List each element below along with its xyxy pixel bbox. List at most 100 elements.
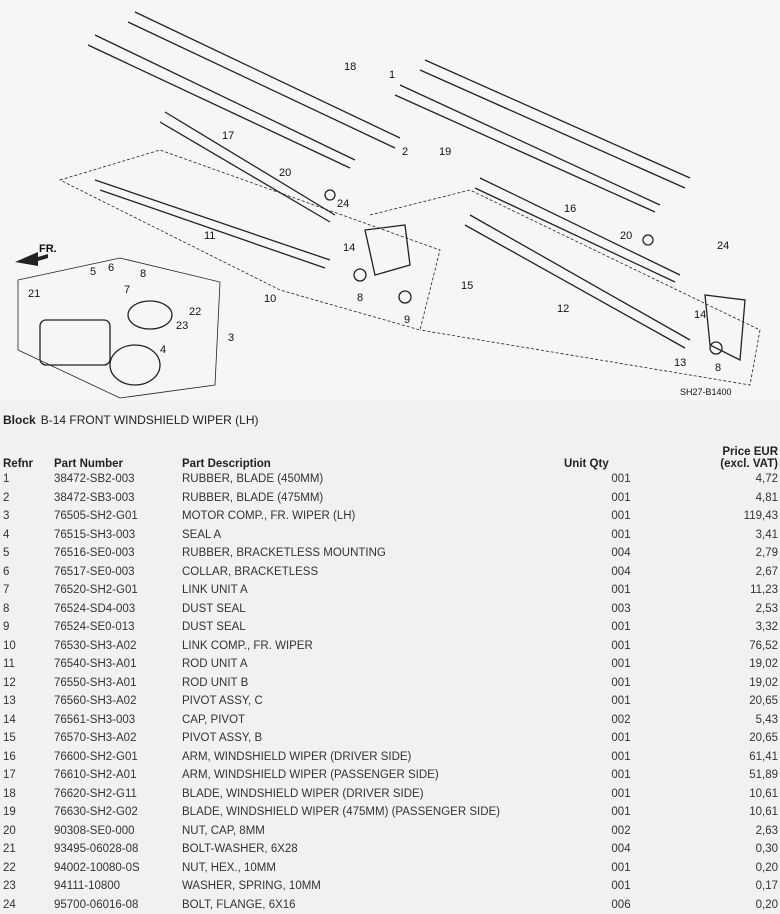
cell-description: RUBBER, BLADE (475MM)	[179, 489, 560, 508]
svg-text:5: 5	[90, 266, 96, 278]
cell-qty: 001	[560, 655, 679, 674]
cell-qty: 001	[560, 674, 679, 693]
cell-price: 61,41	[679, 748, 780, 767]
cell-price: 0,30	[679, 840, 780, 859]
cell-part-number: 76515-SH3-003	[51, 526, 179, 545]
cell-qty: 003	[560, 600, 679, 619]
cell-price: 0,20	[679, 859, 780, 878]
cell-description: DUST SEAL	[179, 618, 560, 637]
cell-refnr: 1	[0, 470, 51, 489]
cell-description: ROD UNIT A	[179, 655, 560, 674]
svg-text:8: 8	[715, 362, 721, 374]
cell-description: COLLAR, BRACKETLESS	[179, 563, 560, 582]
cell-price: 11,23	[679, 581, 780, 600]
cell-part-number: 76570-SH3-A02	[51, 729, 179, 748]
cell-refnr: 15	[0, 729, 51, 748]
svg-text:1: 1	[389, 69, 395, 81]
cell-qty: 006	[560, 896, 679, 914]
block-name: B-14 FRONT WINDSHIELD WIPER (LH)	[41, 413, 259, 427]
table-header: Refnr Part Number Part Description Unit …	[0, 432, 780, 470]
cell-qty: 001	[560, 618, 679, 637]
cell-description: RUBBER, BRACKETLESS MOUNTING	[179, 544, 560, 563]
cell-part-number: 38472-SB2-003	[51, 470, 179, 489]
cell-part-number: 76560-SH3-A02	[51, 692, 179, 711]
svg-text:14: 14	[694, 309, 706, 321]
direction-label: FR.	[39, 243, 57, 255]
cell-part-number: 76610-SH2-A01	[51, 766, 179, 785]
cell-price: 3,41	[679, 526, 780, 545]
cell-description: LINK UNIT A	[179, 581, 560, 600]
cell-part-number: 94111-10800	[51, 877, 179, 896]
cell-description: WASHER, SPRING, 10MM	[179, 877, 560, 896]
svg-text:19: 19	[439, 146, 451, 158]
block-label: Block	[3, 413, 36, 427]
cell-description: NUT, HEX., 10MM	[179, 859, 560, 878]
cell-refnr: 12	[0, 674, 51, 693]
cell-part-number: 38472-SB3-003	[51, 489, 179, 508]
exploded-view-drawing: FR. 18 1 2 19 17 20 24 11 14 8 5 6 7 21 …	[0, 0, 780, 400]
cell-price: 2,63	[679, 822, 780, 841]
cell-refnr: 23	[0, 877, 51, 896]
svg-text:11: 11	[204, 230, 215, 242]
svg-text:16: 16	[564, 203, 576, 215]
cell-description: PIVOT ASSY, B	[179, 729, 560, 748]
cell-price: 10,61	[679, 803, 780, 822]
cell-description: ROD UNIT B	[179, 674, 560, 693]
cell-refnr: 14	[0, 711, 51, 730]
svg-text:24: 24	[337, 198, 349, 210]
cell-part-number: 95700-06016-08	[51, 896, 179, 914]
svg-text:17: 17	[222, 130, 234, 142]
cell-refnr: 11	[0, 655, 51, 674]
svg-text:6: 6	[108, 262, 114, 274]
cell-qty: 001	[560, 803, 679, 822]
cell-refnr: 18	[0, 785, 51, 804]
cell-part-number: 90308-SE0-000	[51, 822, 179, 841]
cell-qty: 002	[560, 822, 679, 841]
cell-refnr: 17	[0, 766, 51, 785]
cell-price: 19,02	[679, 655, 780, 674]
cell-refnr: 3	[0, 507, 51, 526]
cell-part-number: 76630-SH2-G02	[51, 803, 179, 822]
cell-part-number: 76516-SE0-003	[51, 544, 179, 563]
cell-description: BOLT, FLANGE, 6X16	[179, 896, 560, 914]
cell-price: 20,65	[679, 729, 780, 748]
cell-part-number: 76620-SH2-G11	[51, 785, 179, 804]
cell-price: 3,32	[679, 618, 780, 637]
svg-text:21: 21	[28, 288, 40, 300]
cell-price: 19,02	[679, 674, 780, 693]
cell-part-number: 76530-SH3-A02	[51, 637, 179, 656]
cell-qty: 001	[560, 877, 679, 896]
cell-refnr: 20	[0, 822, 51, 841]
svg-text:8: 8	[357, 292, 363, 304]
svg-text:13: 13	[674, 357, 686, 369]
cell-part-number: 93495-06028-08	[51, 840, 179, 859]
cell-qty: 001	[560, 766, 679, 785]
cell-qty: 001	[560, 785, 679, 804]
svg-text:10: 10	[264, 293, 276, 305]
cell-description: RUBBER, BLADE (450MM)	[179, 470, 560, 489]
cell-refnr: 21	[0, 840, 51, 859]
cell-description: MOTOR COMP., FR. WIPER (LH)	[179, 507, 560, 526]
cell-description: ARM, WINDSHIELD WIPER (DRIVER SIDE)	[179, 748, 560, 767]
cell-qty: 004	[560, 563, 679, 582]
header-qty: Unit Qty	[560, 432, 679, 470]
cell-refnr: 8	[0, 600, 51, 619]
cell-price: 10,61	[679, 785, 780, 804]
cell-description: BLADE, WINDSHIELD WIPER (475MM) (PASSENG…	[179, 803, 560, 822]
